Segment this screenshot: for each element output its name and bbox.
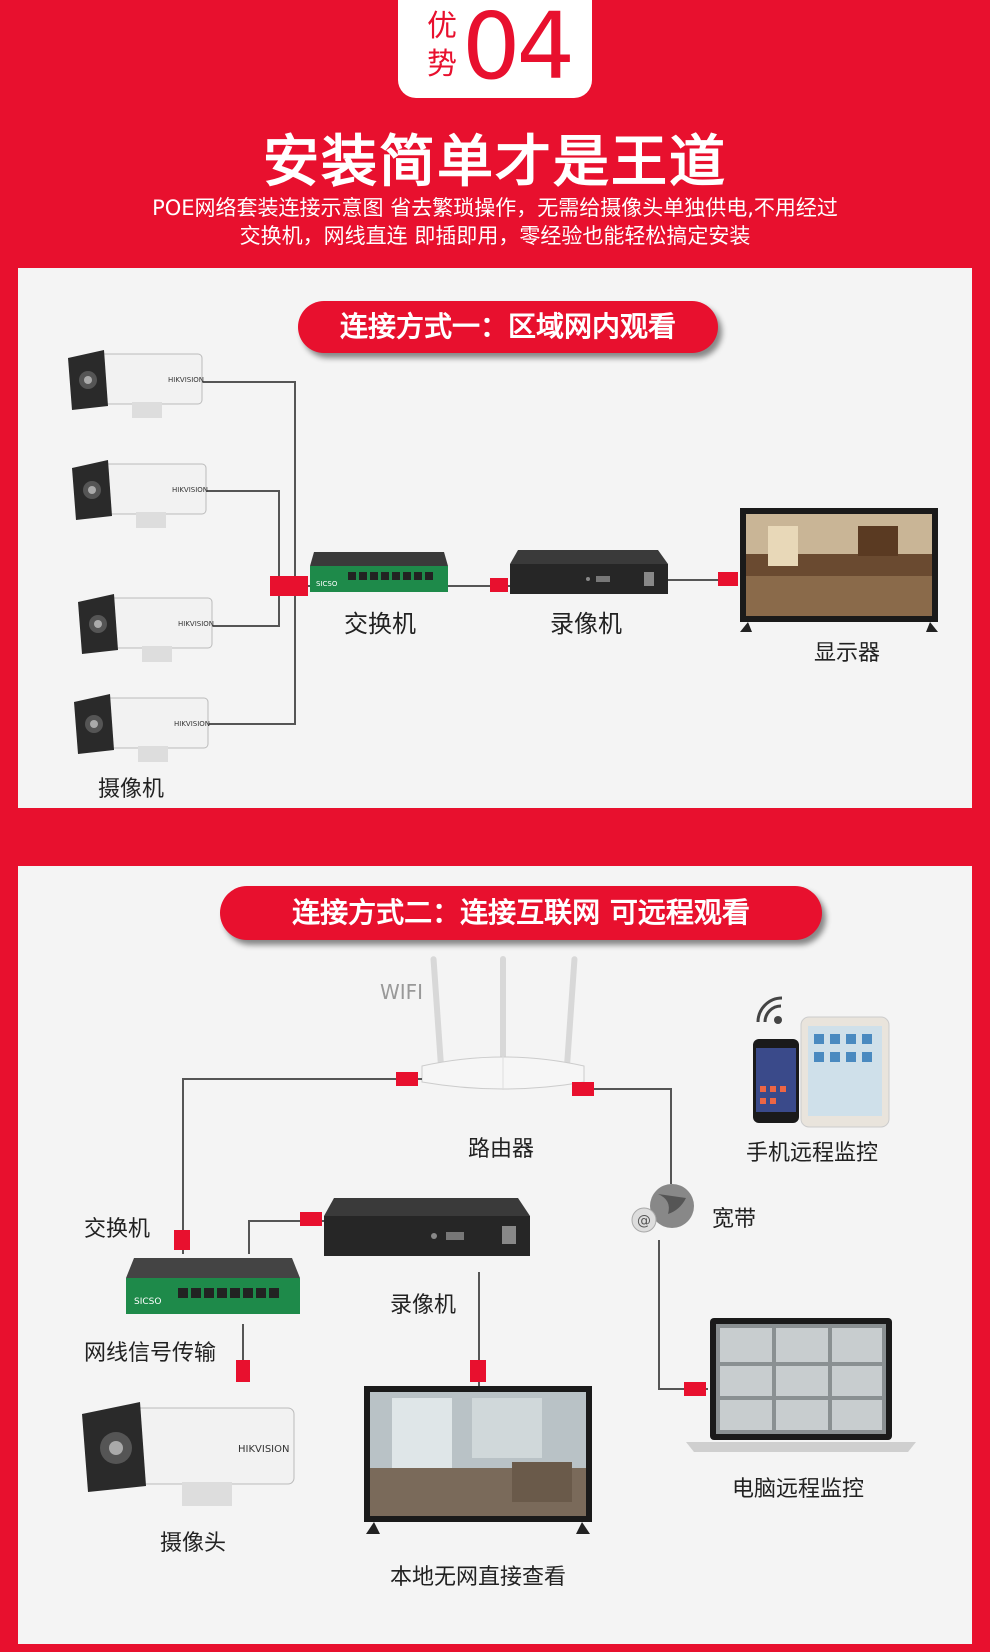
- connector: [174, 1230, 190, 1250]
- mobile-monitor-label: 手机远程监控: [746, 1141, 879, 1166]
- badge-word: 优 势: [422, 8, 462, 84]
- wire: [278, 490, 280, 626]
- connector: [300, 1212, 322, 1226]
- wire: [668, 579, 738, 581]
- connector: [470, 1360, 486, 1382]
- connector: [270, 576, 308, 596]
- monitor-icon: [740, 508, 938, 632]
- router-label: 路由器: [468, 1137, 535, 1162]
- wifi-signal-icon: [756, 996, 783, 1024]
- wire: [448, 585, 510, 587]
- advantage-badge: [398, 0, 592, 98]
- wire: [200, 723, 296, 725]
- wire: [182, 1078, 184, 1254]
- cable-transmission-label: 网线信号传输: [84, 1341, 217, 1366]
- badge-number: 04: [462, 0, 575, 100]
- monitor-icon: [364, 1386, 592, 1534]
- svg-text:HIKVISION: HIKVISION: [172, 486, 208, 494]
- recorder-icon: [510, 550, 668, 594]
- recorder-label: 录像机: [550, 610, 622, 638]
- svg-text:HIKVISION: HIKVISION: [238, 1444, 289, 1455]
- svg-text:HIKVISION: HIKVISION: [168, 376, 204, 384]
- recorder-label-2: 录像机: [390, 1293, 457, 1318]
- svg-text:@: @: [637, 1213, 651, 1229]
- monitor-label: 显示器: [814, 641, 881, 666]
- badge-char-2: 势: [427, 47, 457, 82]
- camera-label-2: 摄像头: [160, 1531, 227, 1556]
- camera-icon: HIKVISION: [82, 1402, 295, 1506]
- broadband-label: 宽带: [712, 1207, 757, 1232]
- subtitle-line-2: 交换机，网线直连 即插即用，零经验也能轻松搞定安装: [239, 224, 751, 248]
- camera-icon: HIKVISION: [68, 350, 204, 418]
- section-1-title: 连接方式一：区域网内观看: [298, 301, 718, 353]
- phone-icon: [753, 1039, 799, 1123]
- svg-text:HIKVISION: HIKVISION: [174, 720, 210, 728]
- wire: [196, 381, 296, 383]
- wifi-label: WIFI: [380, 980, 424, 1004]
- connector: [236, 1360, 250, 1382]
- switch-label: 交换机: [344, 610, 416, 638]
- section-2-title: 连接方式二：连接互联网 可远程观看: [220, 886, 822, 940]
- switch-icon: SICSO: [126, 1258, 300, 1314]
- recorder-icon: [324, 1198, 530, 1256]
- wire: [248, 1220, 328, 1222]
- router-icon: [421, 956, 585, 1090]
- svg-text:HIKVISION: HIKVISION: [178, 620, 214, 628]
- camera-icon: HIKVISION: [74, 694, 210, 762]
- wire: [206, 625, 280, 627]
- connector: [572, 1082, 594, 1096]
- wire: [478, 1272, 480, 1386]
- svg-text:SICSO: SICSO: [316, 580, 338, 588]
- wire: [670, 1088, 672, 1184]
- connector: [396, 1072, 418, 1086]
- wire: [658, 1388, 708, 1390]
- subtitle-line-1: POE网络套装连接示意图 省去繁琐操作，无需给摄像头单独供电,不用经过: [152, 196, 838, 220]
- wire: [658, 1240, 660, 1390]
- switch-icon: SICSO: [310, 552, 448, 592]
- switch-label-2: 交换机: [84, 1217, 151, 1242]
- wire: [200, 490, 280, 492]
- pc-monitor-label: 电脑远程监控: [732, 1477, 865, 1502]
- camera-label: 摄像机: [98, 777, 165, 802]
- page-title: 安装简单才是王道: [263, 130, 727, 195]
- wire: [248, 1220, 250, 1254]
- wire: [242, 1324, 244, 1364]
- connector: [684, 1382, 706, 1396]
- connector: [490, 578, 508, 592]
- badge-char-1: 优: [427, 9, 457, 44]
- tablet-icon: [800, 1016, 890, 1128]
- wire: [572, 1088, 672, 1090]
- camera-icon: HIKVISION: [72, 460, 208, 528]
- camera-icon: HIKVISION: [78, 594, 214, 662]
- local-view-label: 本地无网直接查看: [390, 1565, 567, 1590]
- svg-text:SICSO: SICSO: [134, 1297, 161, 1307]
- wire: [182, 1078, 422, 1080]
- connector: [718, 572, 738, 586]
- laptop-icon: [686, 1318, 916, 1452]
- globe-icon: @: [631, 1184, 694, 1233]
- wire: [294, 381, 296, 725]
